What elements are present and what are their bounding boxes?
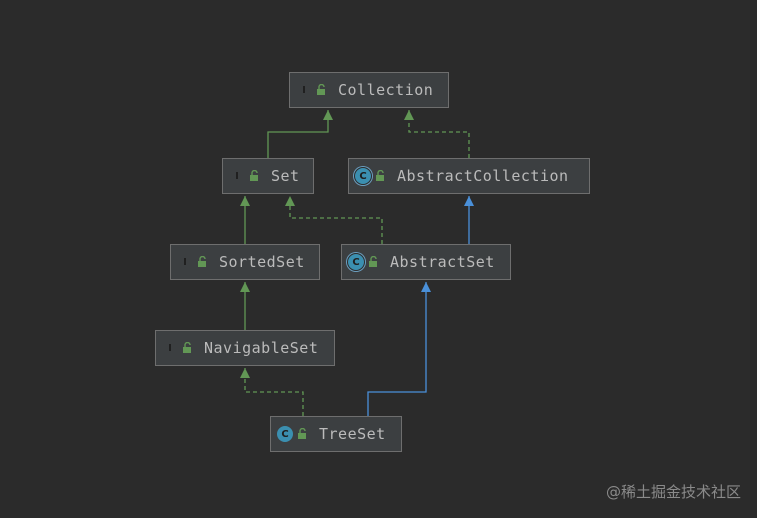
interface-icon: I: [235, 170, 239, 182]
interface-icon: I: [302, 84, 306, 96]
unlocked-icon: [183, 342, 191, 353]
interface-icon: I: [168, 342, 172, 354]
node-abstract-collection[interactable]: C AbstractCollection: [348, 158, 590, 194]
arrow-head-icon: [421, 282, 431, 292]
unlocked-icon: [198, 256, 206, 267]
arrow-head-icon: [240, 282, 250, 292]
node-label: AbstractCollection: [397, 167, 569, 185]
unlocked-icon: [376, 170, 384, 181]
unlocked-icon: [250, 170, 258, 181]
edge-abstract-set-to-set: [285, 196, 383, 244]
edge-tree-set-to-abstract-set: [367, 282, 431, 416]
edge-navigable-set-to-sorted-set: [240, 282, 250, 330]
arrow-head-icon: [404, 110, 414, 120]
class-icon: C: [277, 426, 293, 442]
edge-sorted-set-to-set: [240, 196, 250, 244]
edge-tree-set-to-navigable-set: [240, 368, 304, 416]
edge-abstract-collection-to-collection: [404, 110, 470, 158]
node-label: TreeSet: [319, 425, 386, 443]
arrow-head-icon: [464, 196, 474, 206]
node-label: NavigableSet: [204, 339, 319, 357]
node-label: Set: [271, 167, 300, 185]
arrow-head-icon: [240, 368, 250, 378]
abstract-class-icon: C: [355, 168, 371, 184]
node-navigable-set[interactable]: I NavigableSet: [155, 330, 335, 366]
watermark: @稀土掘金技术社区: [605, 483, 741, 501]
abstract-class-icon: C: [348, 254, 364, 270]
node-label: SortedSet: [219, 253, 305, 271]
node-label: Collection: [338, 81, 434, 99]
edge-abstract-set-to-abstract-collection: [464, 196, 474, 244]
node-label: AbstractSet: [390, 253, 495, 271]
unlocked-icon: [298, 428, 306, 439]
interface-icon: I: [183, 256, 187, 268]
unlocked-icon: [317, 84, 325, 95]
arrow-head-icon: [323, 110, 333, 120]
edge-set-to-collection: [267, 110, 333, 158]
arrow-head-icon: [285, 196, 295, 206]
node-set[interactable]: I Set: [222, 158, 314, 194]
node-collection[interactable]: I Collection: [289, 72, 449, 108]
node-abstract-set[interactable]: C AbstractSet: [341, 244, 511, 280]
unlocked-icon: [369, 256, 377, 267]
node-sorted-set[interactable]: I SortedSet: [170, 244, 320, 280]
arrow-head-icon: [240, 196, 250, 206]
node-tree-set[interactable]: C TreeSet: [270, 416, 402, 452]
